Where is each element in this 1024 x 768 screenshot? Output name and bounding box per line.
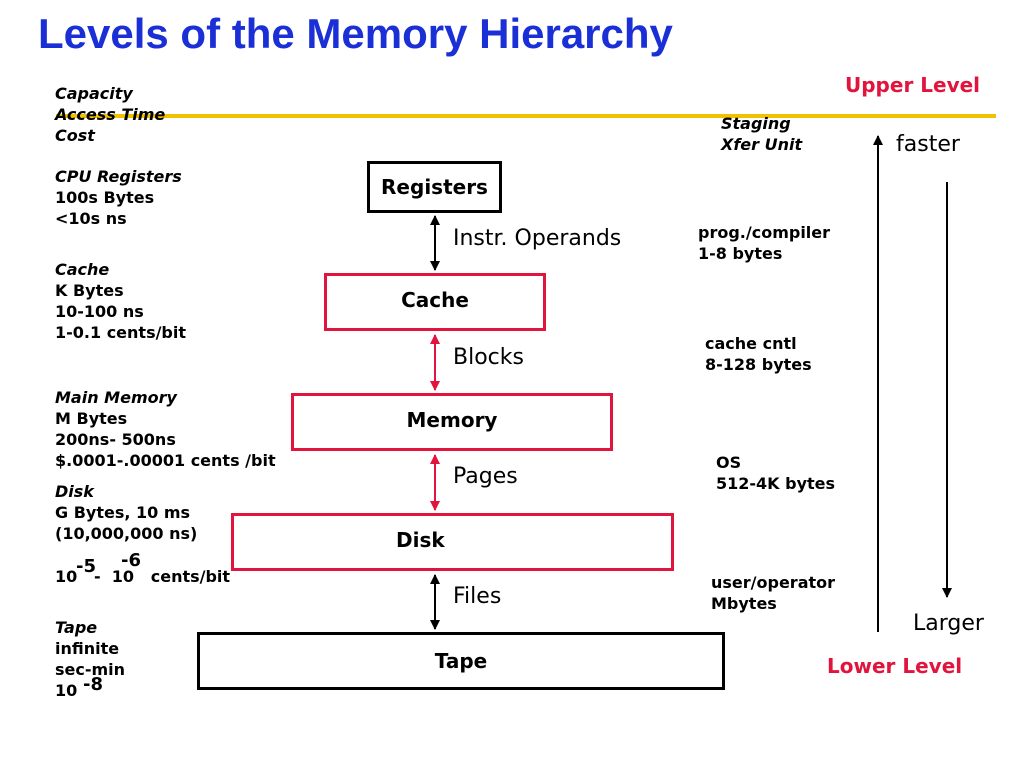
memory-label: Memory — [406, 408, 498, 432]
staging-who: user/operator — [711, 573, 836, 592]
spec-main-memory: Main Memory M Bytes 200ns- 500ns $.0001-… — [55, 387, 276, 471]
staging-size: Mbytes — [711, 594, 777, 613]
faster-label: faster — [896, 132, 960, 157]
staging-entry: OS 512-4K bytes — [716, 452, 835, 494]
transfer-unit-label: Instr. Operands — [453, 226, 622, 251]
transfer-unit-label: Blocks — [453, 345, 524, 370]
spec-disk: Disk G Bytes, 10 ms (10,000,000 ns) — [55, 481, 197, 544]
header-xfer-unit: Xfer Unit — [721, 135, 803, 154]
spec-line: K Bytes — [55, 281, 124, 300]
left-header: Capacity Access Time Cost — [55, 83, 165, 146]
larger-label: Larger — [913, 611, 984, 636]
tape-label: Tape — [434, 649, 488, 673]
staging-who: cache cntl — [705, 334, 797, 353]
right-header: Staging Xfer Unit — [721, 113, 802, 155]
staging-entry: cache cntl 8-128 bytes — [705, 333, 812, 375]
staging-entry: user/operator Mbytes — [711, 572, 835, 614]
registers-box: Registers — [367, 161, 502, 213]
spec-title: Main Memory — [55, 388, 177, 407]
staging-who: OS — [716, 453, 742, 472]
disk-label: Disk — [396, 528, 445, 552]
tape-box: Tape — [197, 632, 725, 690]
staging-size: 512-4K bytes — [716, 474, 836, 493]
spec-line: 10-100 ns — [55, 302, 144, 321]
staging-who: prog./compiler — [698, 223, 831, 242]
header-cost: Cost — [55, 126, 95, 145]
spec-tape: Tape infinite sec-min 10 — [55, 617, 125, 701]
spec-line: G Bytes, 10 ms — [55, 503, 191, 522]
staging-entry: prog./compiler 1-8 bytes — [698, 222, 830, 264]
spec-line: 200ns- 500ns — [55, 430, 176, 449]
cache-box: Cache — [324, 273, 546, 331]
disk-cost-exponent: -5 — [76, 556, 96, 577]
cache-label: Cache — [401, 288, 469, 312]
spec-cache: Cache K Bytes 10-100 ns 1-0.1 cents/bit — [55, 259, 186, 343]
transfer-unit-label: Pages — [453, 464, 518, 489]
staging-size: 8-128 bytes — [705, 355, 812, 374]
upper-level-label: Upper Level — [845, 73, 981, 97]
spec-title: Cache — [55, 260, 110, 279]
spec-line: infinite — [55, 639, 120, 658]
spec-line: $.0001-.00001 cents /bit — [55, 451, 276, 470]
spec-line: 100s Bytes — [55, 188, 155, 207]
registers-label: Registers — [381, 175, 488, 199]
header-access-time: Access Time — [55, 105, 166, 124]
memory-box: Memory — [291, 393, 613, 451]
spec-line: M Bytes — [55, 409, 128, 428]
header-divider — [56, 114, 996, 118]
spec-line: <10s ns — [55, 209, 127, 228]
header-staging: Staging — [721, 114, 791, 133]
spec-line: sec-min — [55, 660, 126, 679]
spec-line: 10 — [55, 681, 78, 700]
spec-line: (10,000,000 ns) — [55, 524, 198, 543]
disk-cost-exponent: -6 — [121, 550, 141, 571]
page-title: Levels of the Memory Hierarchy — [38, 10, 673, 57]
spec-title: Tape — [55, 618, 98, 637]
spec-title: Disk — [55, 482, 94, 501]
spec-title: CPU Registers — [55, 167, 182, 186]
staging-size: 1-8 bytes — [698, 244, 783, 263]
tape-cost-exponent: -8 — [83, 674, 103, 695]
spec-line: 1-0.1 cents/bit — [55, 323, 187, 342]
transfer-unit-label: Files — [453, 584, 502, 609]
disk-box: Disk — [231, 513, 674, 571]
spec-registers: CPU Registers 100s Bytes <10s ns — [55, 166, 182, 229]
lower-level-label: Lower Level — [827, 654, 963, 678]
disk-cost-line: 10 - 10 cents/bit — [55, 567, 231, 586]
header-capacity: Capacity — [55, 84, 133, 103]
